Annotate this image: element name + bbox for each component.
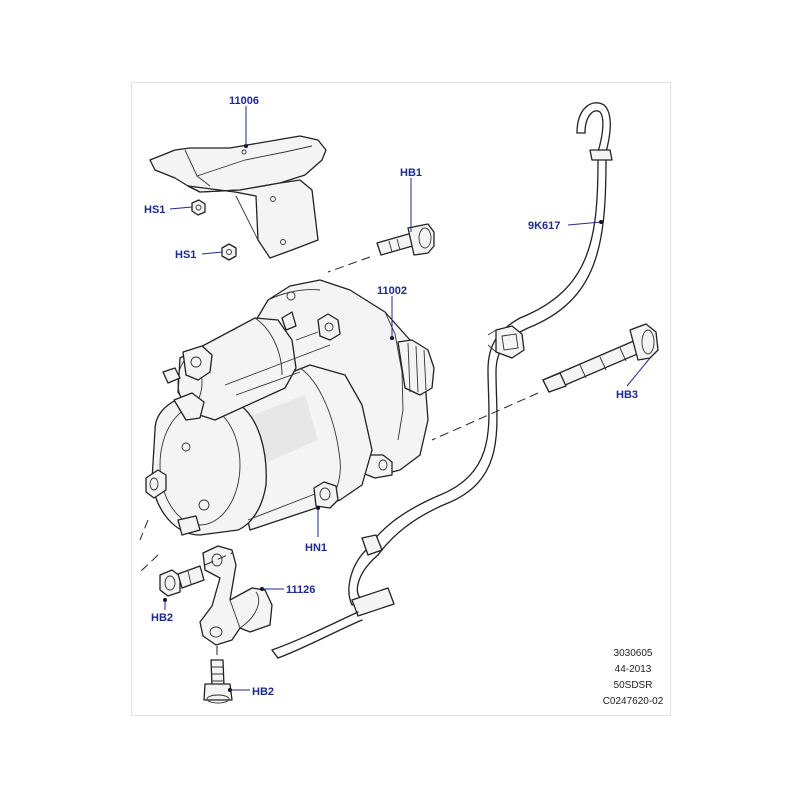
callout-9k617: 9K617 <box>528 220 560 232</box>
reference-line-4: C0247620-02 <box>603 696 664 707</box>
nut-hs1-bottom[interactable] <box>221 243 237 261</box>
hb2-left-alignment-line <box>204 552 233 566</box>
nut-hn1[interactable] <box>313 481 339 510</box>
reference-line-2: 44-2013 <box>615 664 652 675</box>
reference-line-3: 50SDSR <box>614 680 653 691</box>
callout-hs1-bottom: HS1 <box>175 249 196 261</box>
bolt-hb2-left[interactable] <box>159 565 205 602</box>
mount-axis-left-2 <box>139 554 159 573</box>
nut-hs1-top[interactable] <box>191 199 206 216</box>
hb1-alignment-line <box>327 256 371 273</box>
hose-9k617[interactable] <box>271 102 613 659</box>
leader-lines <box>164 106 651 691</box>
reference-line-1: 3030605 <box>614 648 653 659</box>
callout-11006: 11006 <box>229 95 259 107</box>
callout-hs1-top: HS1 <box>144 204 165 216</box>
callout-hb2-bottom: HB2 <box>252 686 274 698</box>
bolt-hb1[interactable] <box>376 223 435 256</box>
bolt-hb3[interactable] <box>542 323 659 393</box>
starter-motor-11002[interactable] <box>145 279 435 536</box>
callout-hn1: HN1 <box>305 542 327 554</box>
heat-shield-11006[interactable] <box>149 135 327 259</box>
callout-11126: 11126 <box>286 584 315 596</box>
mount-axis-left <box>139 519 149 541</box>
reference-block: 3030605 44-2013 50SDSR C0247620-02 <box>603 648 664 707</box>
callout-hb2-left: HB2 <box>151 612 173 624</box>
bolt-hb2-bottom[interactable] <box>203 659 233 704</box>
callout-hb1: HB1 <box>400 167 422 179</box>
hb3-alignment-line <box>431 392 539 441</box>
callout-hb3: HB3 <box>616 389 638 401</box>
bracket-11126[interactable] <box>199 545 273 646</box>
callout-11002: 11002 <box>377 285 407 297</box>
